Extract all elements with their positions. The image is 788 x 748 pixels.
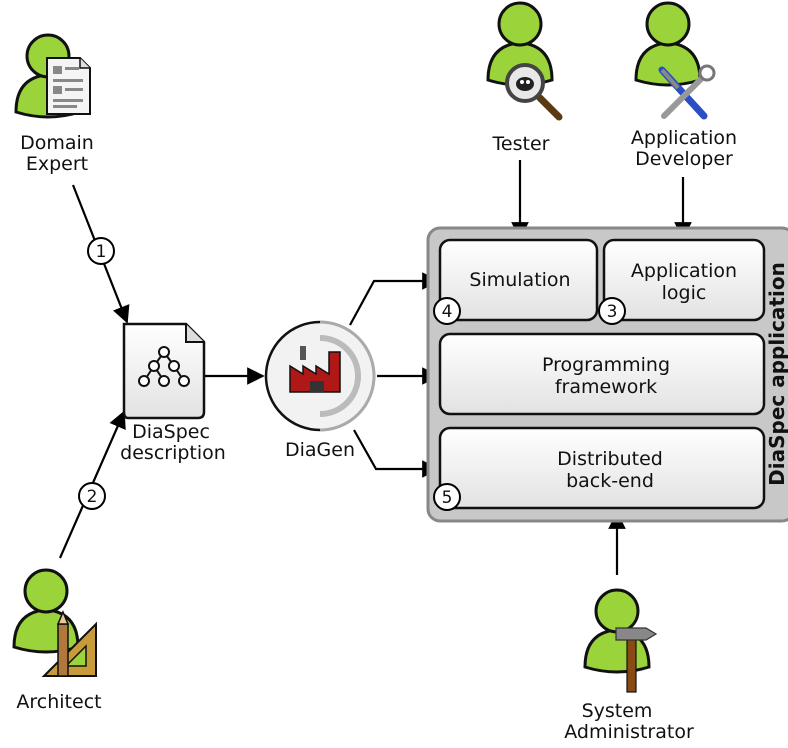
actor-label: Domain: [20, 132, 94, 154]
actor-label: Application: [631, 127, 737, 149]
actor-label: Administrator: [564, 721, 694, 743]
svg-text:logic: logic: [662, 282, 707, 304]
box-programming-framework: Programming framework: [438, 332, 766, 416]
arrow-diagen-backend: [353, 429, 440, 478]
diaspec-application: DiaSpec application Simulation 4 Applica…: [426, 226, 788, 523]
tools-icon: [658, 64, 716, 120]
factory-icon: [289, 346, 341, 393]
actor-label: Tester: [492, 133, 550, 155]
step-marker-1: 1: [87, 237, 115, 265]
actor-label: Expert: [26, 153, 88, 175]
box-simulation: Simulation 4: [433, 238, 599, 325]
svg-text:2: 2: [87, 487, 98, 507]
application-title: DiaSpec application: [765, 262, 788, 486]
hammer-icon: [615, 627, 658, 693]
step-marker-4: 4: [442, 302, 453, 322]
diaspec-description-label: DiaSpec: [132, 421, 210, 443]
svg-text:back-end: back-end: [566, 470, 654, 492]
svg-text:Application: Application: [631, 260, 737, 282]
actor-label: Developer: [635, 148, 733, 170]
svg-text:Simulation: Simulation: [469, 269, 570, 291]
ruler-pencil-icon: [41, 610, 97, 677]
svg-text:framework: framework: [555, 376, 657, 398]
actor-domain-expert: Domain Expert: [14, 33, 94, 175]
actor-label: Architect: [16, 691, 101, 713]
arrow-diagen-simulation: [349, 272, 440, 326]
actor-tester: Tester: [486, 1, 563, 155]
diaspec-description: DiaSpec description: [120, 322, 226, 464]
tree-document-icon: [122, 322, 206, 420]
actor-system-administrator: System Administrator: [564, 588, 694, 743]
actor-architect: Architect: [12, 568, 102, 713]
svg-text:Programming: Programming: [542, 354, 670, 376]
magnifier-bug-icon: [505, 63, 563, 121]
step-marker-2: 2: [78, 482, 106, 510]
box-application-logic: Application logic 3: [598, 238, 766, 325]
actor-label: System: [582, 700, 653, 722]
box-distributed-backend: Distributed back-end 5: [433, 426, 766, 511]
step-marker-3: 3: [607, 302, 618, 322]
svg-text:1: 1: [96, 242, 107, 262]
diagen-compiler: DiaGen: [264, 320, 376, 461]
step-marker-5: 5: [442, 488, 453, 508]
diaspec-description-label: description: [120, 442, 226, 464]
actor-application-developer: Application Developer: [631, 1, 737, 170]
diagen-label: DiaGen: [285, 439, 355, 461]
svg-text:Distributed: Distributed: [557, 448, 663, 470]
connector-arrows: [58, 160, 692, 575]
document-icon: [46, 57, 91, 115]
